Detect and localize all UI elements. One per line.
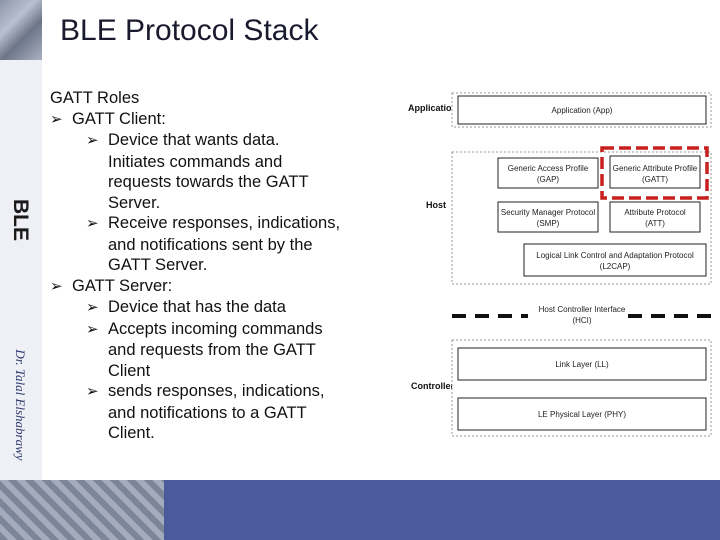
bullet-level1: ➢GATT Client: — [50, 109, 395, 131]
l2cap-box-label: Logical Link Control and Adaptation Prot… — [536, 251, 694, 260]
bullet-list: GATT Roles ➢GATT Client: ➢Device that wa… — [50, 88, 395, 444]
gap-box-abbr: (GAP) — [537, 175, 560, 184]
arrow-bullet-icon: ➢ — [86, 299, 99, 316]
att-box-abbr: (ATT) — [645, 219, 665, 228]
bullet-level2: ➢sends responses, indications, and notif… — [86, 382, 325, 442]
arrow-bullet-icon: ➢ — [86, 320, 99, 338]
smp-box-abbr: (SMP) — [537, 219, 560, 228]
protocol-stack-diagram: Application Host Controller Application … — [408, 92, 714, 437]
ll-box — [457, 347, 707, 381]
controller-label: Controller — [411, 381, 454, 391]
app-box — [457, 95, 707, 125]
arrow-bullet-icon: ➢ — [86, 215, 99, 232]
arrow-bullet-icon: ➢ — [86, 132, 99, 149]
side-label: BLE — [9, 199, 32, 241]
bottom-bar — [164, 480, 720, 540]
arrow-bullet-icon: ➢ — [50, 110, 63, 128]
arrow-bullet-icon: ➢ — [50, 277, 63, 295]
bullet-level2: ➢Device that wants data. Initiates comma… — [86, 131, 309, 212]
gatt-box — [609, 155, 701, 189]
arrow-bullet-icon: ➢ — [86, 383, 99, 400]
left-strip: BLE Dr. Talal Elshabrawy — [0, 0, 42, 540]
hci-label: Host Controller Interface — [539, 305, 626, 314]
bullet-level2: ➢Receive responses, indications, and not… — [86, 214, 341, 274]
bullet-level2: ➢Device that has the data — [50, 297, 395, 319]
att-box-label: Attribute Protocol — [624, 208, 686, 217]
bullet-level2: ➢Accepts incoming commands and requests … — [86, 319, 323, 380]
application-label: Application — [408, 103, 457, 113]
gatt-highlight — [600, 146, 709, 200]
gap-box — [497, 157, 599, 189]
roles-heading: GATT Roles — [50, 89, 140, 107]
slide-title: BLE Protocol Stack — [60, 14, 319, 47]
smp-box — [497, 201, 599, 233]
ll-box-label: Link Layer (LL) — [555, 360, 609, 369]
bottom-decorative-image — [0, 480, 164, 540]
hci-abbr: (HCI) — [572, 316, 591, 325]
l2cap-box — [523, 243, 707, 277]
smp-box-label: Security Manager Protocol — [501, 208, 595, 217]
phy-box — [457, 397, 707, 431]
app-box-label: Application (App) — [552, 106, 613, 115]
gap-box-label: Generic Access Profile — [508, 164, 589, 173]
bullet-level1: ➢GATT Server: — [50, 276, 395, 298]
l2cap-box-abbr: (L2CAP) — [600, 262, 631, 271]
host-label: Host — [426, 200, 446, 210]
author-label: Dr. Talal Elshabrawy — [13, 349, 28, 461]
gatt-box-abbr: (GATT) — [642, 175, 668, 184]
phy-box-label: LE Physical Layer (PHY) — [538, 410, 626, 419]
gatt-box-label: Generic Attribute Profile — [613, 164, 698, 173]
decorative-photo — [0, 0, 42, 60]
att-box — [609, 201, 701, 233]
